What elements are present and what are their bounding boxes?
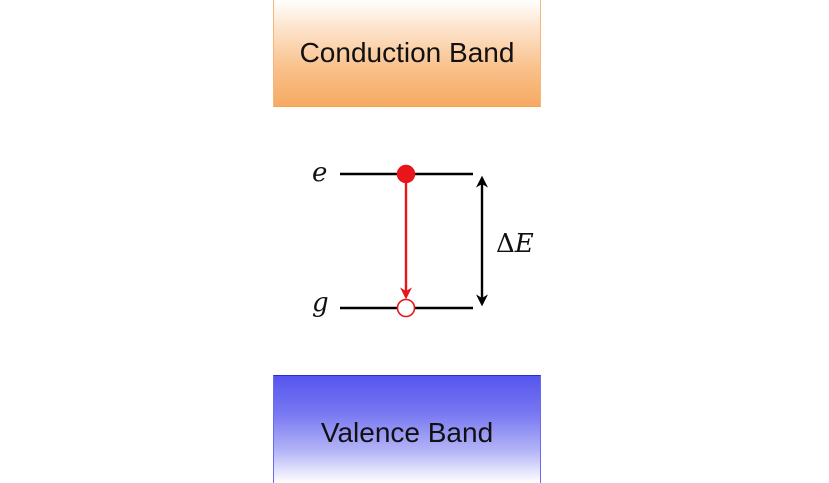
conduction-band-label: Conduction Band [299, 37, 515, 68]
excited-level-label: e [312, 158, 327, 188]
electron-dot [396, 164, 416, 184]
valence-band-label: Valence Band [320, 416, 494, 448]
energy-symbol: E [514, 229, 534, 259]
energy-gap-label: ΔE [496, 229, 534, 259]
valence-band: Valence Band [273, 375, 541, 483]
hole-circle [396, 298, 416, 318]
delta-symbol: Δ [496, 229, 515, 259]
ground-level-label: g [312, 288, 329, 318]
conduction-band: Conduction Band [273, 0, 541, 107]
